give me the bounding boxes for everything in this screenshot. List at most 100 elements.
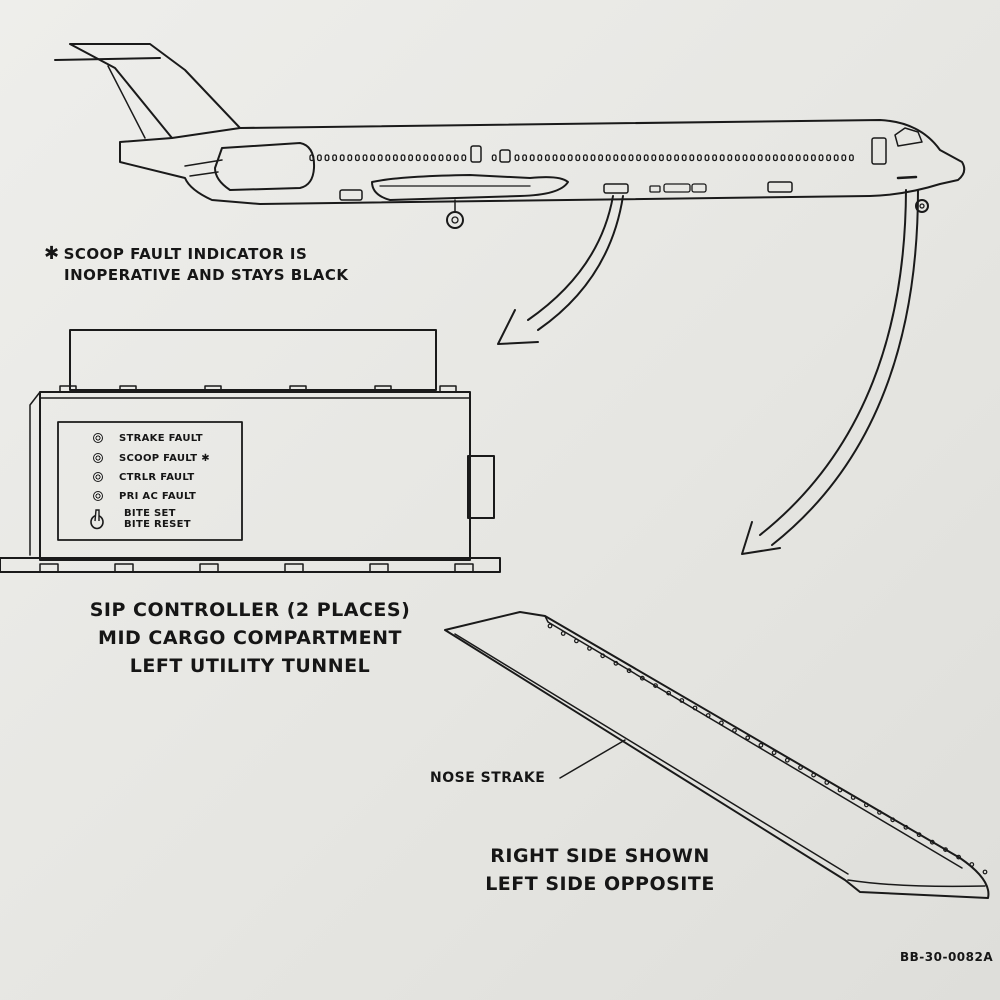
rivet [798,765,803,770]
indicator-label: PRI AC FAULT [119,490,197,502]
window [810,154,816,162]
rivet [692,705,698,711]
window [362,154,368,162]
note-line-2: INOPERATIVE AND STAYS BLACK [64,266,349,284]
rivet [784,757,790,763]
window [757,154,763,162]
window [544,154,550,162]
indicator-label: CTRLR FAULT [119,471,195,483]
window [643,154,649,162]
window [537,154,543,162]
window [841,154,847,162]
window [408,154,414,162]
rivet [824,780,830,785]
strake-location-arrow [741,189,919,555]
rivet [916,832,922,838]
window [309,154,315,162]
mounting-tab [369,563,389,573]
window [446,154,452,162]
window [567,154,573,162]
window [491,154,497,162]
mounting-tab [119,385,137,393]
window [461,154,467,162]
rivet [587,646,592,651]
window [848,154,854,162]
window [742,154,748,162]
mounting-tab [59,385,77,393]
window [560,154,566,162]
bite-reset-label: BITE RESET [124,519,191,530]
window [324,154,330,162]
controller-caption-line-1: SIP CONTROLLER (2 PLACES) [89,599,411,621]
window [719,154,725,162]
window [696,154,702,162]
window [316,154,322,162]
rivet [864,802,869,808]
window [613,154,619,162]
rivet [850,795,856,800]
window [772,154,778,162]
figure-id: BB-30-0082A [900,950,994,964]
window [689,154,695,162]
rivet [705,713,711,718]
strake-view-line-2: LEFT SIDE OPPOSITE [485,873,715,895]
strake-rivet-row [547,623,988,875]
controller-caption-line-2: MID CARGO COMPARTMENT [98,627,402,649]
window [833,154,839,162]
rivet [719,720,724,726]
window [780,154,786,162]
window [620,154,626,162]
rivet [811,772,816,778]
window [788,154,794,162]
rivet [877,810,882,815]
window [392,154,398,162]
passenger-window-row [309,154,854,162]
rivet [547,623,553,629]
controller-location-arrow [497,195,624,345]
window [415,154,421,162]
window [734,154,740,162]
window [370,154,376,162]
window [681,154,687,162]
mounting-tab [289,385,307,393]
window [582,154,588,162]
window [803,154,809,162]
scoop-fault-note: ✱SCOOP FAULT INDICATOR IS INOPERATIVE AN… [44,243,349,286]
controller-caption-line-3: LEFT UTILITY TUNNEL [129,655,371,677]
mounting-tab [204,385,222,393]
window [377,154,383,162]
rivet [890,817,896,823]
note-line-1: SCOOP FAULT INDICATOR IS [63,245,308,263]
indicator-label: SCOOP FAULT ✱ [119,452,210,464]
window [666,154,672,162]
strake-view-line-1: RIGHT SIDE SHOWN [490,845,710,867]
mounting-tab [284,563,304,573]
mounting-tab [114,563,134,573]
indicator-label: STRAKE FAULT [119,432,203,444]
window [552,154,558,162]
indicator-row: SCOOP FAULT ✱ [60,450,210,466]
nose-strake-callout: NOSE STRAKE [430,770,546,786]
window [750,154,756,162]
window [529,154,535,162]
window [332,154,338,162]
nose-strake-illustration [444,611,990,899]
indicator-lamp-icon [93,491,103,501]
indicator-row: PRI AC FAULT [60,488,196,504]
indicator-lamp-icon [93,433,103,443]
mounting-tab [374,385,392,393]
window [818,154,824,162]
window [423,154,429,162]
window [628,154,634,162]
window [590,154,596,162]
indicator-lamp-icon [93,453,103,463]
window [453,154,459,162]
window [636,154,642,162]
window [400,154,406,162]
window [354,154,360,162]
bite-switch-labels: BITE SET BITE RESET [124,508,191,530]
window [826,154,832,162]
window [598,154,604,162]
mounting-tabs [39,385,474,573]
